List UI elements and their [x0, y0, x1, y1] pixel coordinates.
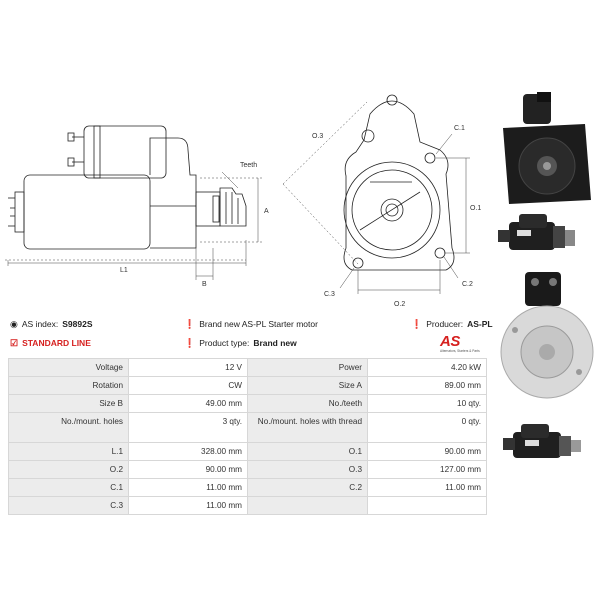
label-c2: C.2	[462, 281, 473, 288]
starter-drawings-svg: Teeth A L1 B	[5, 94, 481, 308]
info-icon: ❗	[184, 337, 196, 348]
spec-label: Size B	[8, 394, 129, 413]
technical-drawings: Teeth A L1 B	[0, 80, 495, 310]
spec-label: O.2	[8, 460, 129, 479]
label-o1: O.1	[470, 205, 481, 212]
spec-value: 90.00 mm	[367, 442, 487, 461]
info-icon: ❗	[411, 318, 423, 329]
label-a: A	[264, 208, 269, 215]
product-type-label: Product type:	[199, 338, 250, 348]
as-index-label: AS index:	[21, 319, 59, 329]
spec-value	[367, 496, 487, 515]
front-view-dimensions	[282, 101, 470, 294]
photo-side-view-2	[503, 424, 581, 458]
side-view-drawing	[8, 125, 247, 250]
spec-value: 49.00 mm	[128, 394, 248, 413]
spec-label: No./mount. holes	[8, 412, 129, 443]
checkbox-icon: ☑	[10, 337, 19, 348]
label-c1: C.1	[454, 125, 465, 132]
spec-label: No./mount. holes with thread	[247, 412, 368, 443]
product-photos	[495, 80, 600, 480]
spec-value: 127.00 mm	[367, 460, 487, 479]
product-type-value: Brand new	[253, 338, 297, 348]
label-o2: O.2	[394, 301, 405, 308]
spec-value: 12 V	[128, 358, 248, 377]
label-c3: C.3	[324, 291, 335, 298]
spec-label	[247, 496, 368, 515]
spec-label: C.3	[8, 496, 129, 515]
logo-mark: AS	[440, 333, 460, 350]
spec-value: 10 qty.	[367, 394, 487, 413]
producer-row: ❗ Producer: AS-PL	[411, 319, 493, 329]
info-icon: ❗	[184, 318, 196, 329]
spec-value: 90.00 mm	[128, 460, 248, 479]
spec-label: C.2	[247, 478, 368, 497]
spec-value: 11.00 mm	[367, 478, 487, 497]
producer-value: AS-PL	[467, 319, 493, 329]
spec-value: 328.00 mm	[128, 442, 248, 461]
spec-label: L.1	[8, 442, 129, 461]
spec-label: No./teeth	[247, 394, 368, 413]
spec-value: 89.00 mm	[367, 376, 487, 395]
spec-value: 11.00 mm	[128, 496, 248, 515]
brand-new-row: ❗ Brand new AS-PL Starter motor	[184, 319, 318, 329]
label-o3: O.3	[312, 133, 323, 140]
label-l1: L1	[120, 267, 128, 274]
standard-line-row: ☑ STANDARD LINE	[10, 338, 91, 348]
spec-value: 0 qty.	[367, 412, 487, 443]
side-view-dimensions	[5, 171, 262, 280]
spec-label: Size A	[247, 376, 368, 395]
spec-value: 3 qty.	[128, 412, 248, 443]
spec-label: Voltage	[8, 358, 129, 377]
tag-icon: ◉	[10, 318, 18, 329]
as-index-value: S9892S	[62, 319, 93, 329]
as-logo: AS Alternators, Starters & Parts	[440, 333, 488, 355]
standard-line-text: STANDARD LINE	[22, 338, 91, 348]
as-index-row: ◉ AS index: S9892S	[10, 319, 93, 329]
photo-front-view	[503, 92, 591, 204]
spec-label: O.1	[247, 442, 368, 461]
spec-label: O.3	[247, 460, 368, 479]
photo-rear-view	[500, 272, 594, 399]
front-view-drawing	[343, 94, 455, 271]
spec-value: CW	[128, 376, 248, 395]
producer-label: Producer:	[426, 319, 464, 329]
spec-value: 11.00 mm	[128, 478, 248, 497]
label-b: B	[202, 281, 207, 288]
spec-label: Rotation	[8, 376, 129, 395]
logo-tagline: Alternators, Starters & Parts	[440, 349, 480, 353]
brand-new-text: Brand new AS-PL Starter motor	[199, 319, 318, 329]
spec-label: C.1	[8, 478, 129, 497]
spec-label: Power	[247, 358, 368, 377]
photos-svg	[498, 92, 594, 458]
photo-side-view	[498, 214, 575, 250]
label-teeth: Teeth	[240, 162, 257, 169]
spec-value: 4.20 kW	[367, 358, 487, 377]
product-type-row: ❗ Product type: Brand new	[184, 338, 297, 348]
